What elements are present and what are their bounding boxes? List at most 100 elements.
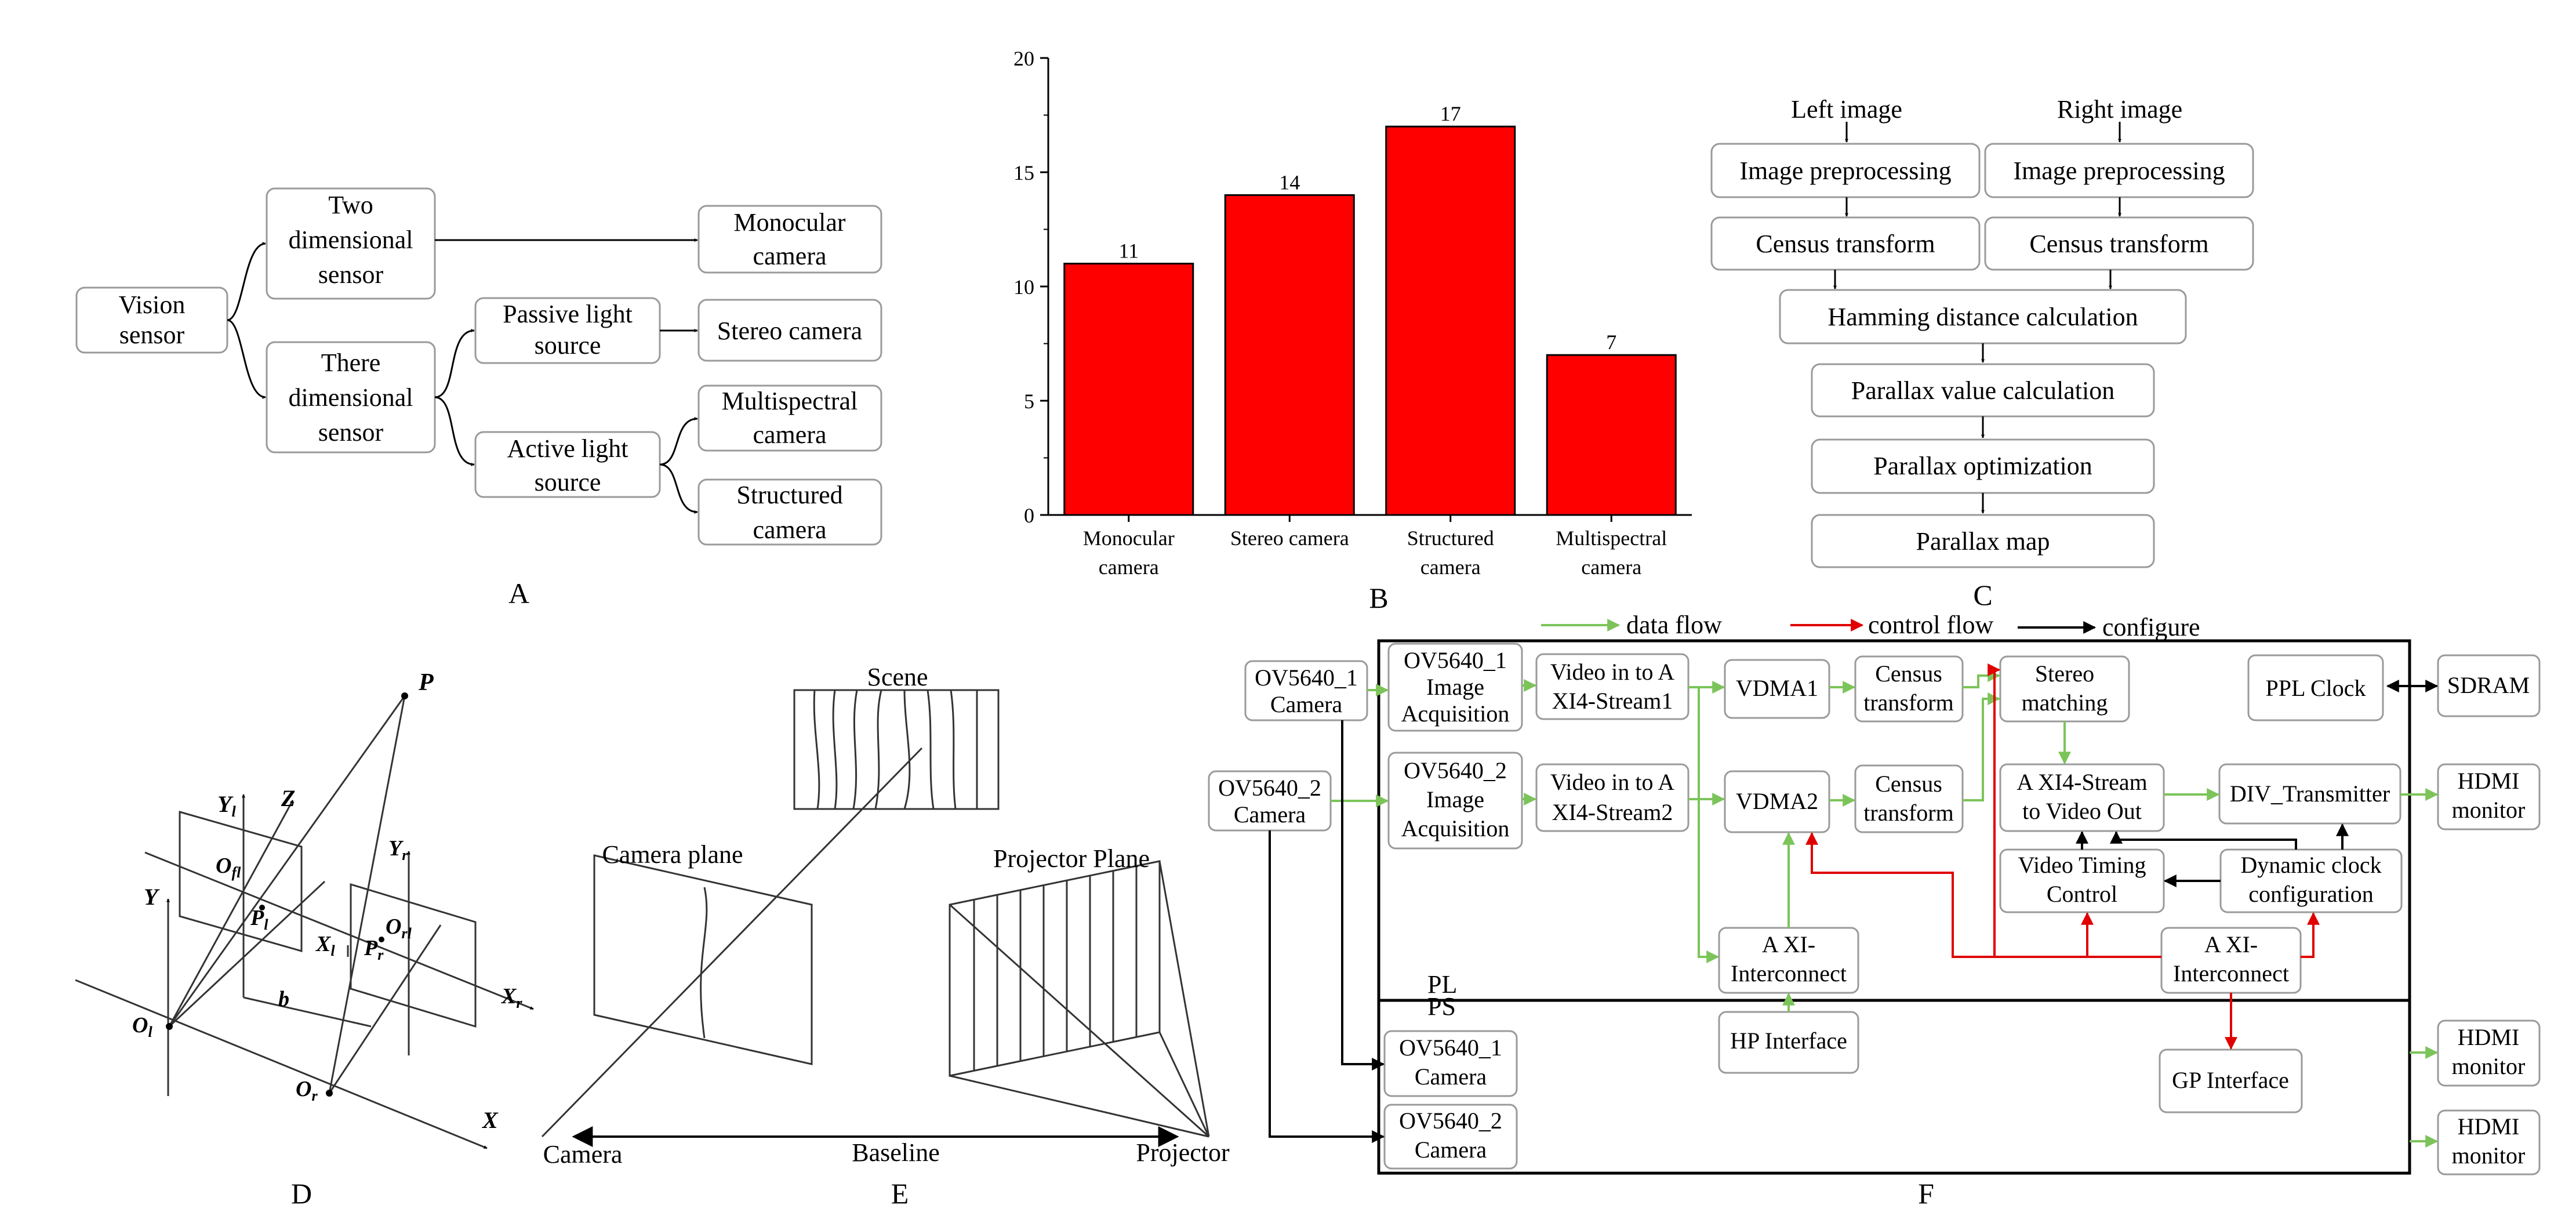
ray-projector-3 [1158,861,1210,1137]
label-preprocess-left: Image preprocessing [1739,157,1951,185]
label-structured-2: camera [753,516,827,544]
x-category-label: Stereo camera [1230,527,1349,550]
control-to-vdma2 [1805,832,2161,958]
label-vin1-1: Video in to A [1550,659,1674,685]
panel-label-c: C [1973,579,1992,611]
label-xr: Xr [501,984,522,1011]
legend-control-flow-label: control flow [1868,611,1994,639]
panel-f-fpga-architecture: data flow control flow configure PL PS O… [1208,611,2541,1210]
label-axi-ic2-1: A XI- [2204,931,2258,957]
arrow-three-to-passive [434,329,475,398]
point-pr [379,937,384,942]
label-parallax-value: Parallax value calculation [1851,376,2114,405]
point-or [326,1090,333,1097]
camera-plane [593,854,813,1065]
label-div-transmitter: DIV_Transmitter [2230,781,2390,807]
y-tick-label: 0 [1024,504,1034,527]
label-acq2-2: Image [1426,786,1484,812]
point-p [401,692,408,699]
label-parallax-map: Parallax map [1916,527,2050,556]
label-active-2: source [535,468,601,496]
ray-or-to-p [328,695,406,1094]
label-ps-cam1-2: Camera [1415,1064,1487,1090]
label-preprocess-right: Image preprocessing [2013,157,2225,185]
label-passive-2: source [535,331,601,360]
x-category-label: camera [1099,556,1159,579]
label-hdmi2-2: monitor [2452,1053,2526,1079]
bar [1063,263,1194,516]
label-vision-sensor-2: sensor [119,321,185,349]
ray-camera-scene [541,747,923,1138]
label-vin1-2: XI4-Stream1 [1552,688,1673,714]
control-to-stereo [1988,663,2001,957]
label-vin2-2: XI4-Stream2 [1552,799,1673,825]
label-stereo-1: Stereo [2035,661,2094,687]
label-census2-2: transform [1863,800,1954,826]
box-ppl-clock [2247,654,2384,721]
ray-right-optical [328,924,442,1094]
box-parallax-map [1811,514,2155,568]
ray-ol-to-p [168,695,406,1027]
panel-d-stereo-geometry: P Y Yl Z Ofl Pl Xl Yr Orl Pr Xr Ol b Or … [75,669,534,1210]
y-tick-label: 10 [1013,275,1034,299]
label-ppl-clock: PPL Clock [2266,675,2366,701]
label-vtc-1: Video Timing [2018,852,2146,878]
label-census1-1: Census [1875,661,1942,687]
panel-c: Left image Right image Image preprocessi… [1710,95,2254,611]
label-acq1-2: Image [1426,674,1484,700]
label-hamming: Hamming distance calculation [1827,303,2138,331]
axis-x-world [75,979,488,1149]
camera-plane-curve [700,887,708,1039]
label-vdma1: VDMA1 [1736,675,1818,701]
label-ps-cam2-2: Camera [1415,1137,1487,1163]
label-three-dim-3: sensor [318,418,384,447]
label-hdmi1-2: monitor [2452,797,2526,823]
label-axis-out-2: to Video Out [2022,798,2142,824]
label-monocular-1: Monocular [733,208,845,237]
label-stereo-camera: Stereo camera [717,317,862,345]
link-cam2-ps [1269,830,1385,1143]
link-cam1-ps [1341,720,1385,1071]
label-axi-ic1-1: A XI- [1762,931,1815,957]
scene-stripes [813,690,978,810]
label-stereo-2: matching [2022,690,2108,716]
label-ps-cam1-1: OV5640_1 [1399,1035,1502,1061]
label-ps-cam2-1: OV5640_2 [1399,1108,1502,1134]
label-baseline: Baseline [852,1138,940,1167]
label-acq2-3: Acquisition [1401,815,1510,841]
ps-frame [1377,999,2411,1175]
ray-left-optical [168,880,326,1028]
label-two-dim-1: Two [328,191,373,219]
label-cam1-1: OV5640_1 [1255,665,1358,691]
bar-value-label: 7 [1606,331,1616,354]
label-orl: Orl [386,915,412,942]
flow-census2-stereo [1963,692,2001,801]
label-multispectral-2: camera [753,420,827,449]
label-census-right: Census transform [2029,230,2208,258]
arrow-vision-to-three [227,319,266,399]
label-acq1-3: Acquisition [1401,701,1510,727]
y-tick-label: 20 [1013,47,1034,70]
arrow-active-to-multispectral [659,417,698,466]
label-ps: PS [1427,992,1456,1021]
box-preprocess-left [1710,143,1981,198]
flow-to-axi-ic1 [1698,687,1720,963]
projector-plane [949,860,1161,1077]
label-dyn-clk-2: configuration [2248,881,2374,907]
panel-label-f: F [1918,1177,1934,1210]
panel-a: Vision sensor Two dimensional sensor The… [75,187,882,609]
label-projector-plane: Projector Plane [993,844,1150,873]
label-hdmi3-1: HDMI [2458,1113,2520,1140]
label-vdma2: VDMA2 [1736,788,1818,814]
label-two-dim-2: dimensional [288,226,413,254]
label-axi-ic1-2: Interconnect [1731,960,1847,986]
label-ol: Ol [132,1013,152,1040]
label-hdmi1-1: HDMI [2458,768,2520,794]
ray-projector-1 [949,904,1210,1138]
label-camera: Camera [543,1140,623,1169]
label-vision-sensor-1: Vision [119,291,186,319]
box-structured [697,478,882,546]
panel-label-b: B [1369,582,1388,614]
panel-label-d: D [291,1177,312,1210]
